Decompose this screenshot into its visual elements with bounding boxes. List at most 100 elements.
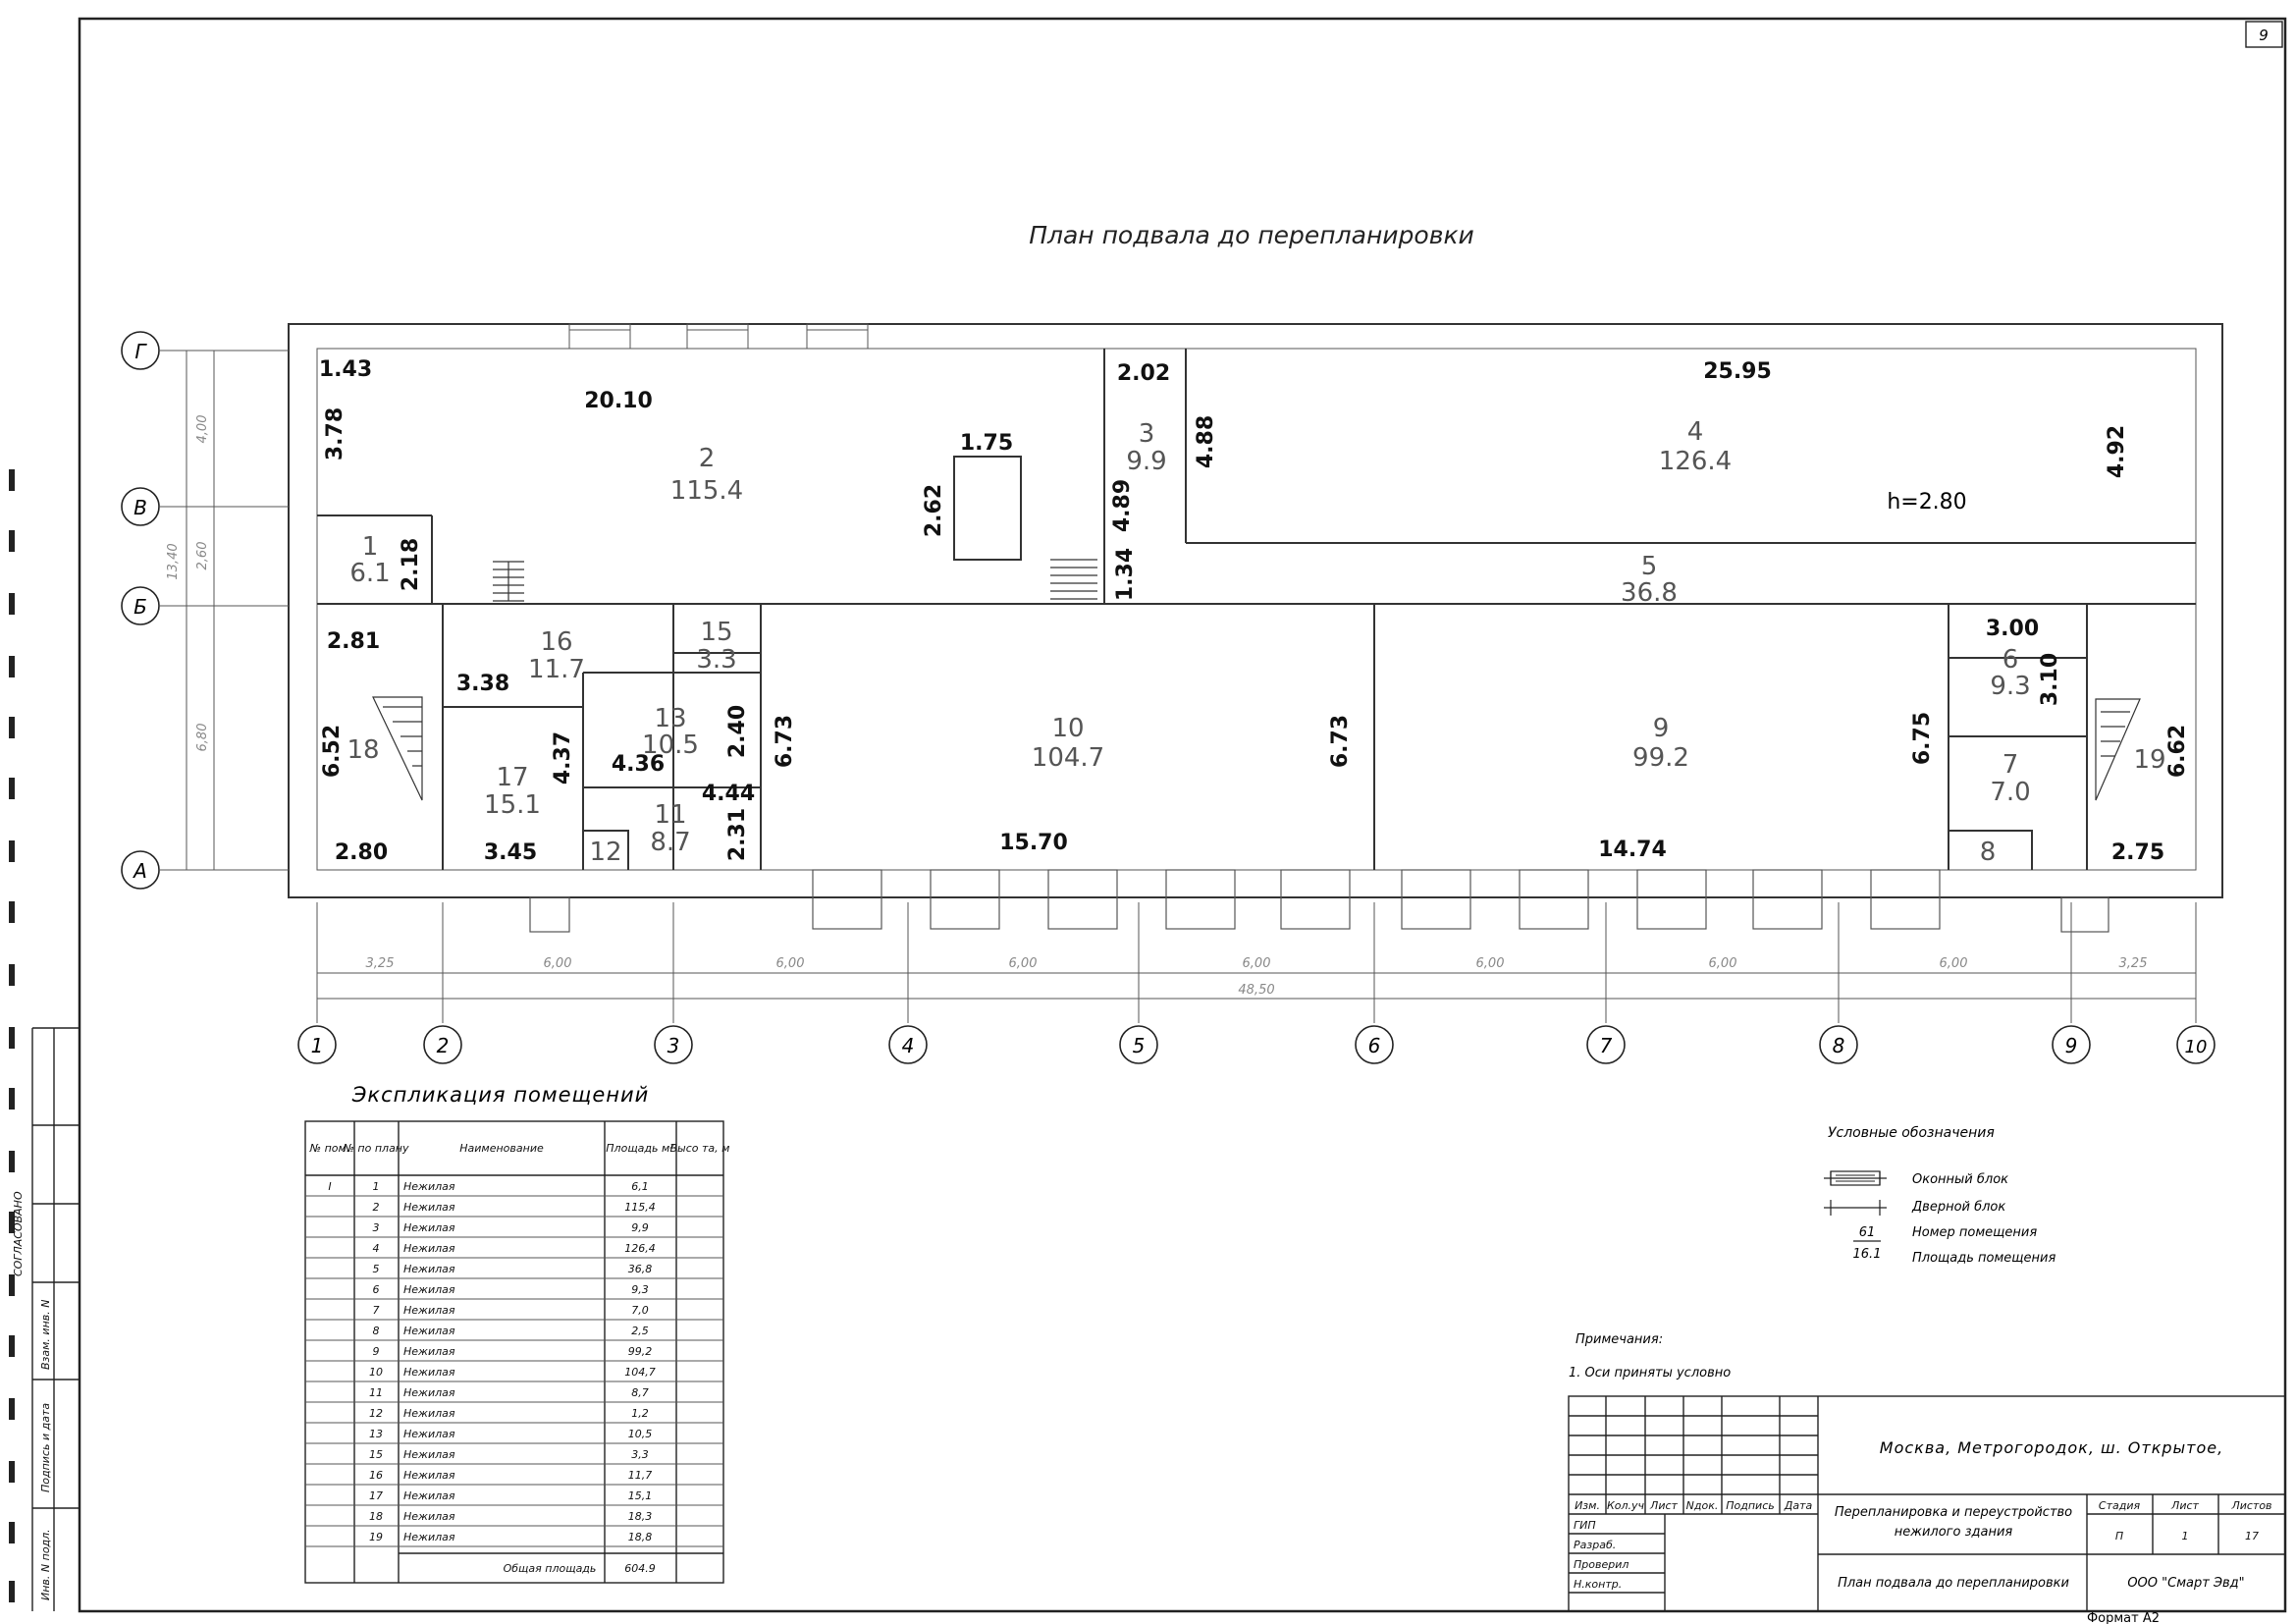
explication-cell: 7,0 — [631, 1304, 649, 1317]
binding-marks — [9, 469, 15, 1602]
svg-text:6,00: 6,00 — [776, 956, 805, 971]
svg-text:4.37: 4.37 — [551, 731, 575, 785]
svg-text:18: 18 — [347, 735, 379, 765]
svg-text:6.62: 6.62 — [2165, 725, 2190, 778]
plan-title: План подвала до перепланировки — [1029, 221, 1474, 249]
explication-cell: Нежилая — [403, 1428, 455, 1440]
room-15: 153.3 — [696, 618, 736, 675]
svg-text:17: 17 — [2245, 1530, 2259, 1543]
explication-cell: 18 — [369, 1510, 383, 1523]
room-11: 118.7 — [650, 800, 690, 857]
room-19: 19 — [2133, 745, 2165, 775]
svg-text:6.73: 6.73 — [1328, 715, 1353, 768]
svg-text:2: 2 — [437, 1034, 450, 1057]
svg-text:12: 12 — [589, 838, 621, 867]
svg-text:17: 17 — [496, 763, 528, 792]
svg-text:4,00: 4,00 — [195, 415, 210, 444]
explication-cell: 10,5 — [628, 1428, 653, 1440]
explication-cell: 10 — [369, 1366, 383, 1379]
svg-text:7: 7 — [1600, 1034, 1613, 1057]
svg-text:2,60: 2,60 — [195, 542, 210, 570]
room-9: 999.2 — [1632, 714, 1689, 773]
svg-text:3.10: 3.10 — [2038, 653, 2062, 706]
svg-text:6,00: 6,00 — [1009, 956, 1038, 971]
svg-text:2.80: 2.80 — [335, 840, 388, 865]
svg-text:9: 9 — [2065, 1034, 2078, 1057]
explication-cell: Нежилая — [403, 1242, 455, 1255]
explication-cell: 19 — [369, 1531, 383, 1543]
svg-text:Б: Б — [133, 595, 147, 619]
svg-text:3: 3 — [667, 1034, 680, 1057]
svg-text:3.38: 3.38 — [456, 672, 509, 696]
svg-text:11.7: 11.7 — [528, 655, 585, 684]
svg-text:Дверной блок: Дверной блок — [1911, 1200, 2005, 1215]
svg-text:1.34: 1.34 — [1113, 548, 1138, 601]
svg-text:13: 13 — [654, 704, 686, 733]
explication-cell: Нежилая — [403, 1366, 455, 1379]
room-5: 536.8 — [1621, 552, 1678, 608]
room-7: 77.0 — [1990, 750, 2030, 807]
window-symbol-icon — [1824, 1170, 1887, 1186]
explication-cell: 115,4 — [624, 1201, 656, 1214]
svg-text:Лист: Лист — [2170, 1499, 2199, 1512]
svg-text:9.9: 9.9 — [1126, 447, 1166, 476]
explication-title: Экспликация помещений — [351, 1083, 650, 1107]
svg-text:13,40: 13,40 — [166, 543, 181, 579]
svg-text:2.75: 2.75 — [2111, 840, 2164, 865]
svg-text:4.89: 4.89 — [1110, 479, 1135, 532]
svg-text:115.4: 115.4 — [670, 476, 743, 506]
explication-cell: 8,7 — [631, 1386, 649, 1399]
page-number: 9 — [2259, 27, 2269, 44]
svg-text:9.3: 9.3 — [1990, 672, 2030, 701]
svg-text:6: 6 — [1368, 1034, 1381, 1057]
svg-text:6,00: 6,00 — [1243, 956, 1271, 971]
svg-text:6.73: 6.73 — [773, 715, 797, 768]
svg-text:Стадия: Стадия — [2099, 1499, 2141, 1512]
svg-text:6,00: 6,00 — [1940, 956, 1968, 971]
explication-cell: 104,7 — [624, 1366, 656, 1379]
svg-text:Nдок.: Nдок. — [1686, 1499, 1719, 1512]
svg-text:Наименование: Наименование — [459, 1142, 544, 1155]
explication-cell: 15 — [369, 1448, 383, 1461]
project-name-2: нежилого здания — [1895, 1525, 2013, 1540]
page-number-box — [2245, 21, 2283, 48]
drawing-name: План подвала до перепланировки — [1838, 1576, 2069, 1591]
svg-text:16: 16 — [540, 627, 572, 657]
floor-plan: h=2.80 — [288, 323, 2223, 933]
explication-cell: 15,1 — [628, 1489, 653, 1502]
explication-cell: 11,7 — [628, 1469, 653, 1482]
svg-text:61: 61 — [1859, 1225, 1876, 1240]
svg-text:1.43: 1.43 — [319, 357, 372, 382]
height-note: h=2.80 — [1887, 490, 1966, 514]
svg-text:4.92: 4.92 — [2105, 425, 2129, 478]
explication-cell: Нежилая — [403, 1201, 455, 1214]
svg-text:20.10: 20.10 — [584, 389, 653, 413]
svg-text:Высо та, м: Высо та, м — [670, 1142, 730, 1155]
explication-cell: 1 — [373, 1180, 380, 1193]
svg-text:Примечания:: Примечания: — [1575, 1332, 1663, 1347]
explication-cell: 36,8 — [628, 1263, 653, 1275]
explication-cell: Нежилая — [403, 1180, 455, 1193]
svg-text:3,25: 3,25 — [2119, 956, 2148, 971]
legend-title: Условные обозначения — [1828, 1125, 1995, 1141]
svg-text:2.81: 2.81 — [327, 629, 380, 654]
explication-cell: 1,2 — [631, 1407, 649, 1420]
notes: Примечания: 1. Оси приняты условно — [1569, 1332, 1731, 1380]
svg-text:Дата: Дата — [1784, 1499, 1813, 1512]
stairs — [372, 559, 2141, 801]
svg-text:48,50: 48,50 — [1238, 983, 1274, 998]
company-name: ООО "Смарт Эвд" — [2127, 1576, 2244, 1591]
svg-text:6.52: 6.52 — [320, 725, 345, 778]
svg-text:Подпись: Подпись — [1726, 1499, 1774, 1512]
format-label: Формат А2 — [2087, 1611, 2160, 1624]
margin-label-agreed: СОГЛАСОВАНО — [12, 1191, 25, 1276]
explication-cell: Нежилая — [403, 1531, 455, 1543]
svg-text:11: 11 — [654, 800, 686, 830]
total-value: 604.9 — [624, 1562, 656, 1575]
svg-text:6,80: 6,80 — [195, 724, 210, 752]
